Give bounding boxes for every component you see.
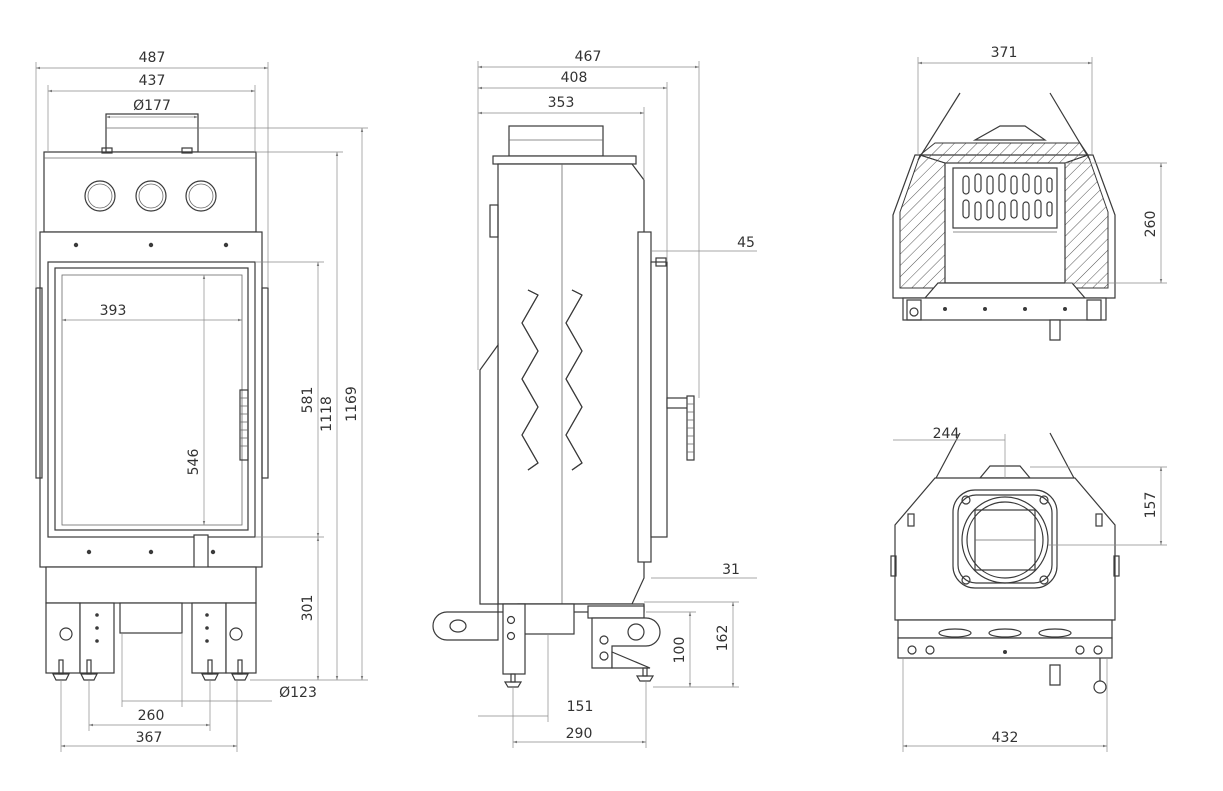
- front-legs: [45, 602, 257, 681]
- dim-overall-height: 1169: [344, 386, 360, 422]
- top-section-view: 371 260: [892, 45, 1167, 341]
- side-dimensions: [477, 61, 757, 748]
- air-inlet: [952, 489, 1058, 589]
- dim-flue-diameter: Ø177: [133, 98, 171, 114]
- dim-inlet-offset: 244: [933, 426, 960, 442]
- dim-leg-offset: 151: [567, 699, 594, 715]
- dim-inner-leg-spacing: 260: [138, 708, 165, 724]
- dim-glass-width: 393: [100, 303, 127, 319]
- dim-grate-height: 260: [1143, 211, 1159, 238]
- side-view: 467 408 353 45 31 151 290 100 162: [432, 49, 757, 748]
- dim-flue-offset: 353: [548, 95, 575, 111]
- dim-door-offset-bottom: 31: [722, 562, 740, 578]
- dim-glass-height: 546: [186, 449, 202, 476]
- dim-body-depth: 408: [561, 70, 588, 86]
- front-view: 487 437 Ø177 393 546 581 1118 1169 301 Ø…: [35, 50, 368, 752]
- dim-overall-depth: 467: [575, 49, 602, 65]
- grate-slots: [962, 173, 1053, 221]
- convection-holes: [84, 180, 217, 212]
- dim-door-offset-top: 45: [737, 235, 755, 251]
- dim-inlet-height: 100: [672, 637, 688, 664]
- dim-leg-height: 301: [300, 595, 316, 622]
- dim-air-inlet-diameter: Ø123: [279, 685, 317, 701]
- dim-base-width: 432: [992, 730, 1019, 746]
- dim-leg-spacing: 290: [566, 726, 593, 742]
- dim-body-height: 1118: [319, 396, 335, 432]
- bottom-view: 244 157 432: [890, 426, 1167, 752]
- dim-door-height: 581: [300, 387, 316, 414]
- dim-outer-leg-spacing: 367: [136, 730, 163, 746]
- dim-top-width: 371: [991, 45, 1018, 61]
- front-dimensions: [35, 62, 368, 752]
- dim-inlet-depth: 157: [1143, 492, 1159, 519]
- dim-overall-width: 487: [139, 50, 166, 66]
- dim-body-width: 437: [139, 73, 166, 89]
- dim-inlet-top: 162: [715, 625, 731, 652]
